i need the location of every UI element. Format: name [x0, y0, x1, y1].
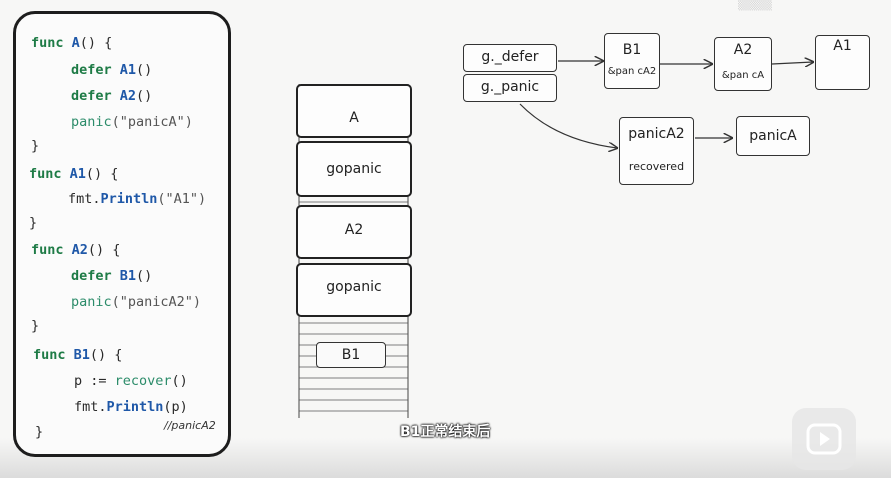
- code-line-defer-b1: defer B1(): [71, 268, 152, 284]
- code-parens: (): [136, 62, 153, 78]
- code-line-println-p: fmt.Println(p): [74, 399, 188, 415]
- goroutine-stack: A gopanic A2 gopanic B1: [296, 84, 414, 418]
- fmt-prefix: fmt.: [68, 191, 101, 207]
- code-parens: () {: [85, 166, 119, 182]
- stack-frame-b1: B1: [316, 342, 386, 368]
- code-line-panic-a: panic("panicA"): [71, 114, 193, 130]
- g-defer-box: g._defer: [463, 44, 557, 72]
- play-button[interactable]: [792, 408, 856, 470]
- code-close-brace: }: [35, 424, 44, 440]
- defer-a2-box: A2 &pan cA: [714, 37, 772, 91]
- code-parens: () {: [87, 242, 121, 258]
- watermark: ▒▒▒▒: [738, 0, 772, 11]
- code-line-defer-a1: defer A1(): [71, 62, 152, 78]
- code-comment: //panicA2: [164, 419, 216, 432]
- panic-a-title: panicA: [749, 128, 797, 144]
- code-parens: (): [171, 373, 188, 389]
- defer-a1-box: A1: [815, 35, 870, 90]
- arrow-panic-to-panica2: [519, 103, 617, 148]
- println-arg: (p): [163, 399, 188, 415]
- println-call: Println: [100, 191, 158, 207]
- keyword-func: func: [29, 166, 62, 182]
- stack-frame-label: gopanic: [326, 279, 382, 295]
- code-close-brace: }: [31, 138, 40, 154]
- defer-b1-title: B1: [622, 42, 642, 58]
- stack-frame-a: A: [296, 84, 412, 138]
- stack-frame-gopanic: gopanic: [296, 141, 412, 197]
- defer-a2-title: A2: [733, 42, 753, 58]
- play-icon: [806, 423, 842, 455]
- code-line-func-a1: func A1() {: [29, 166, 118, 182]
- func-name-a2: A2: [71, 242, 88, 258]
- func-name-a: A: [71, 35, 80, 51]
- code-line-defer-a2: defer A2(): [71, 88, 152, 104]
- panic-call: panic: [71, 294, 112, 310]
- defer-a2-sub: &pan cA: [721, 70, 765, 81]
- fmt-prefix: fmt.: [74, 399, 107, 415]
- println-call: Println: [106, 399, 164, 415]
- code-parens: () {: [89, 347, 123, 363]
- keyword-func: func: [33, 347, 66, 363]
- code-line-recover: p := recover(): [74, 373, 188, 389]
- code-line-panic-a2: panic("panicA2"): [71, 294, 201, 310]
- keyword-defer: defer: [71, 268, 112, 284]
- code-parens: (): [136, 268, 153, 284]
- call-a1: A1: [119, 62, 137, 78]
- panic-a2-recovered: recovered: [628, 160, 685, 173]
- code-parens: (): [136, 88, 153, 104]
- stack-frame-label: gopanic: [326, 161, 382, 177]
- video-subtitle: B1正常结束后: [400, 424, 491, 440]
- defer-b1-sub: &pan cA2: [607, 66, 657, 77]
- code-parens: () {: [79, 35, 113, 51]
- defer-a1-title: A1: [833, 38, 852, 54]
- stack-frame-gopanic-2: gopanic: [296, 263, 412, 317]
- println-arg: ("A1"): [157, 191, 207, 207]
- keyword-func: func: [31, 242, 64, 258]
- panic-a-box: panicA: [736, 116, 810, 156]
- call-a2: A2: [119, 88, 137, 104]
- code-close-brace: }: [29, 215, 38, 231]
- panic-arg: ("panicA2"): [111, 294, 202, 310]
- call-b1: B1: [119, 268, 137, 284]
- defer-b1-box: B1 &pan cA2: [604, 33, 660, 89]
- code-panel: func A() { defer A1() defer A2() panic("…: [13, 11, 231, 457]
- func-name-a1: A1: [69, 166, 86, 182]
- assign-p: p :=: [74, 373, 115, 389]
- panic-arg: ("panicA"): [111, 114, 193, 130]
- g-panic-box: g._panic: [463, 74, 557, 102]
- keyword-func: func: [31, 35, 64, 51]
- g-defer-label: g._defer: [481, 49, 539, 65]
- g-panic-label: g._panic: [480, 79, 540, 95]
- stack-frame-label: A: [349, 110, 359, 126]
- stack-frame-label: A2: [344, 222, 364, 238]
- keyword-defer: defer: [71, 62, 112, 78]
- func-name-b1: B1: [73, 347, 90, 363]
- panic-a2-title: panicA2: [628, 126, 685, 142]
- code-close-brace: }: [31, 318, 40, 334]
- recover-call: recover: [114, 373, 172, 389]
- stack-frame-label: B1: [341, 347, 361, 363]
- keyword-defer: defer: [71, 88, 112, 104]
- arrow-a2-to-a1: [771, 62, 813, 64]
- code-line-println-a1: fmt.Println("A1"): [68, 191, 206, 207]
- stack-frame-a2: A2: [296, 205, 412, 259]
- panic-a2-box: panicA2 recovered: [619, 117, 694, 185]
- panic-call: panic: [71, 114, 112, 130]
- code-line-func-a: func A() {: [31, 35, 112, 51]
- code-line-func-a2: func A2() {: [31, 242, 120, 258]
- code-line-func-b1: func B1() {: [33, 347, 122, 363]
